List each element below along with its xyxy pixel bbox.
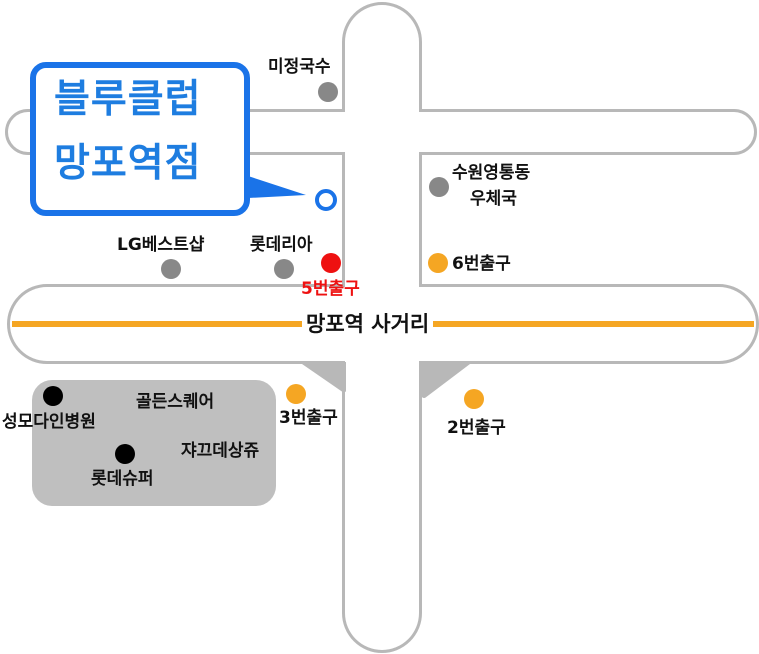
lotteria-label: 롯데리아 (250, 235, 313, 255)
store-name-line1: 블루클럽 (54, 77, 202, 122)
exit2-marker (464, 389, 484, 409)
lotte-super-marker (115, 444, 135, 464)
post-office-label-2: 우체국 (470, 189, 517, 209)
mijeong-label: 미정국수 (268, 57, 331, 77)
jaggo-label: 쟈끄데상쥬 (181, 441, 260, 461)
shopping-block (32, 380, 276, 506)
title-pointer (248, 176, 306, 198)
post-office-label-1: 수원영통동 (452, 163, 531, 183)
exit6-marker (428, 253, 448, 273)
road-wedge-right (422, 362, 470, 396)
lotte-super-label: 롯데슈퍼 (91, 469, 154, 489)
hospital-label: 성모다인병원 (2, 412, 96, 432)
store-location-marker (315, 189, 337, 211)
lotteria-marker (274, 259, 294, 279)
lg-shop-label: LG베스트샵 (117, 235, 205, 255)
exit2-label: 2번출구 (447, 418, 506, 438)
exit5-marker (321, 253, 341, 273)
mijeong-marker (318, 82, 338, 102)
exit3-marker (286, 384, 306, 404)
hospital-marker (43, 386, 63, 406)
store-title-box: 블루클럽 망포역점 (30, 62, 250, 216)
lg-shop-marker (161, 259, 181, 279)
road-wedge-left (300, 362, 346, 392)
exit5-label: 5번출구 (301, 279, 360, 299)
store-name-line2: 망포역점 (54, 141, 202, 186)
intersection-label: 망포역 사거리 (302, 312, 434, 336)
post-office-marker (429, 177, 449, 197)
exit6-label: 6번출구 (452, 254, 511, 274)
golden-square-label: 골든스퀘어 (136, 392, 215, 412)
exit3-label: 3번출구 (279, 408, 338, 428)
